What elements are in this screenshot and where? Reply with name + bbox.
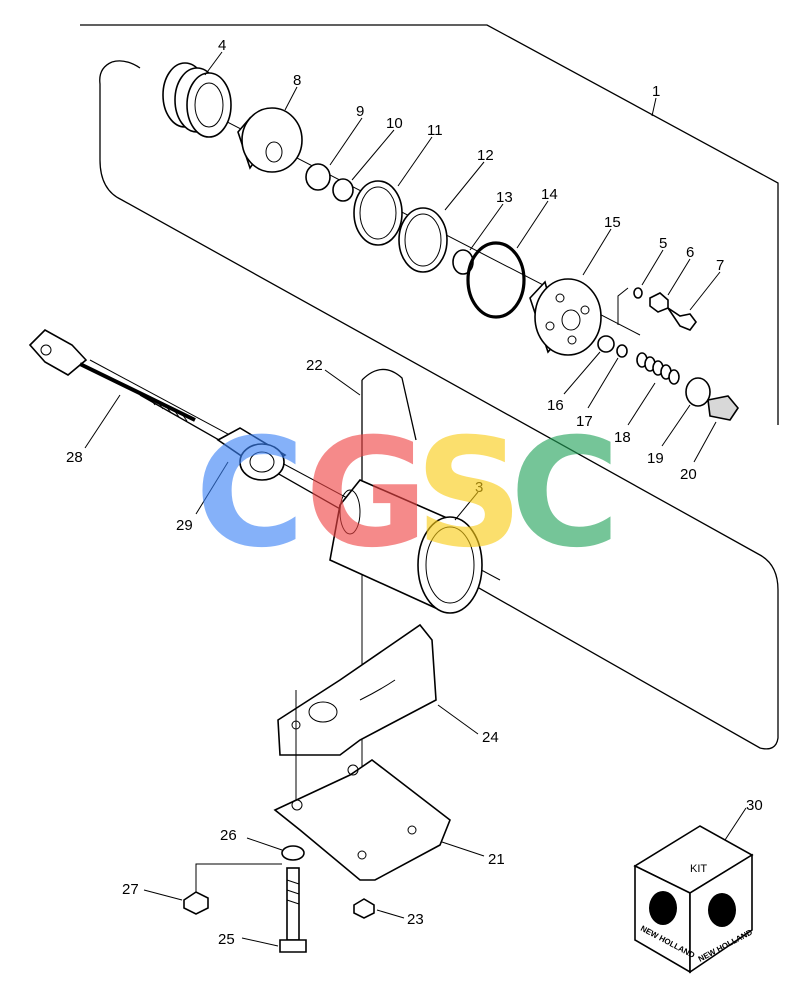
base-plate-21: [273, 759, 451, 881]
nut-27: [183, 891, 209, 915]
callout-27: 27: [122, 881, 139, 898]
callout-5: 5: [659, 235, 667, 252]
ring-12: [398, 207, 448, 273]
plug-20: [707, 395, 739, 421]
callout-1: 1: [652, 83, 660, 100]
spring-18: [636, 352, 680, 385]
fitting-6: [649, 292, 669, 313]
bushing-29: [216, 427, 287, 481]
washer-17: [616, 344, 628, 358]
callout-7: 7: [716, 257, 724, 274]
ring-9: [305, 163, 331, 191]
callout-13: 13: [496, 189, 513, 206]
logo-icon-right: [708, 893, 736, 927]
bolt-7: [667, 307, 697, 331]
o-ring-14: [466, 241, 526, 319]
assembly-outline: [80, 24, 779, 750]
callout-16: 16: [547, 397, 564, 414]
callout-14: 14: [541, 186, 558, 203]
bolt-25: [279, 867, 307, 953]
callout-28: 28: [66, 449, 83, 466]
callout-labels: 4 8 9 10 11 12 13 14 15 5 6 7 1 16 17 18…: [66, 37, 763, 948]
leader-lines: [84, 51, 747, 947]
callout-4: 4: [218, 37, 226, 54]
callout-25: 25: [218, 931, 235, 948]
spring-part: [162, 62, 232, 138]
callout-19: 19: [647, 450, 664, 467]
ring-19: [685, 377, 711, 407]
callout-30: 30: [746, 797, 763, 814]
cylinder-3: [329, 479, 483, 614]
kit-label: KIT: [690, 863, 707, 875]
ring-11: [353, 180, 403, 246]
piston-part: [237, 107, 303, 173]
callout-18: 18: [614, 429, 631, 446]
callout-8: 8: [293, 72, 301, 89]
logo-icon-left: [649, 891, 677, 925]
watermark-letter-2: G: [305, 407, 428, 581]
callout-12: 12: [477, 147, 494, 164]
callout-29: 29: [176, 517, 193, 534]
callout-17: 17: [576, 413, 593, 430]
callout-11: 11: [427, 122, 443, 139]
watermark-letter-3: S: [415, 407, 523, 581]
watermark: C G S C: [195, 407, 620, 581]
callout-23: 23: [407, 911, 424, 928]
watermark-letter-1: C: [195, 407, 305, 581]
nut-16: [597, 335, 615, 353]
washer-26: [281, 845, 305, 861]
callout-21: 21: [488, 851, 505, 868]
callout-26: 26: [220, 827, 237, 844]
callout-20: 20: [680, 466, 697, 483]
cover-part: [529, 278, 602, 356]
kit-box-30: KIT NEW HOLLAND NEW HOLLAND: [633, 825, 754, 974]
callout-15: 15: [604, 214, 621, 231]
ring-10: [332, 178, 354, 202]
bracket-24: [277, 623, 437, 810]
callout-22: 22: [306, 357, 323, 374]
nut-23: [353, 898, 375, 919]
callout-9: 9: [356, 103, 364, 120]
callout-3: 3: [475, 479, 483, 496]
rod-28: [28, 329, 196, 422]
washer-5: [633, 287, 643, 299]
callout-24: 24: [482, 729, 499, 746]
callout-6: 6: [686, 244, 694, 261]
callout-10: 10: [386, 115, 403, 132]
watermark-letter-4: C: [510, 407, 620, 581]
